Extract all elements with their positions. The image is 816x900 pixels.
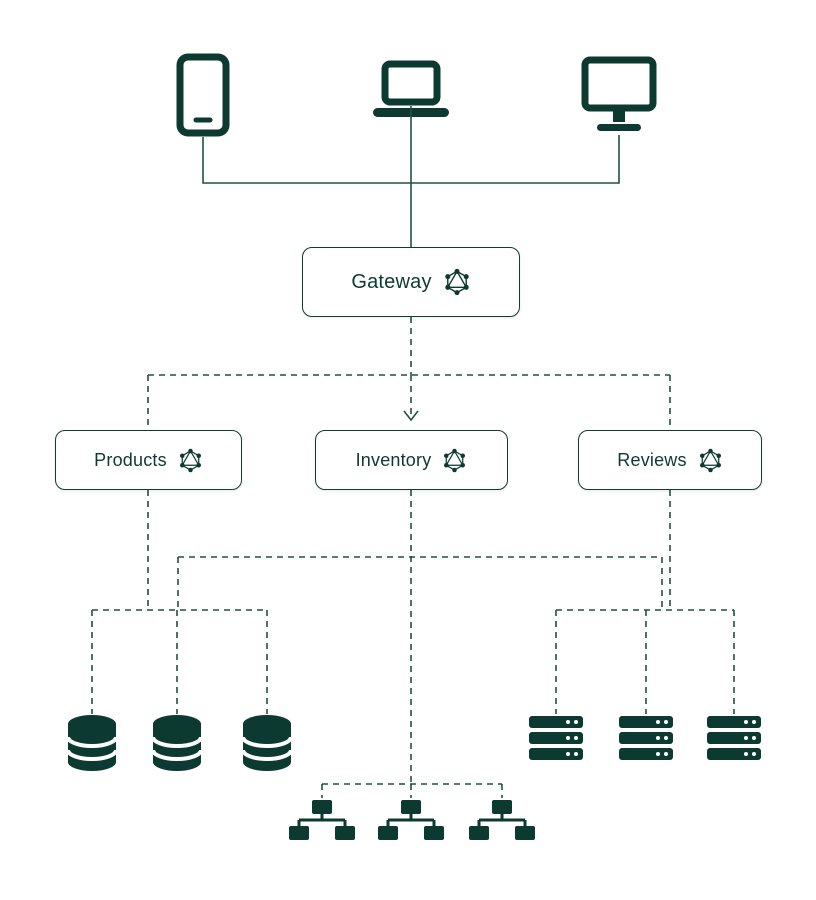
network-icon bbox=[289, 800, 355, 840]
gateway-label: Gateway bbox=[351, 270, 432, 293]
service-label: Products bbox=[94, 449, 167, 470]
service-node-reviews: Reviews bbox=[578, 430, 762, 490]
network-icons bbox=[289, 800, 535, 840]
service-node-inventory: Inventory bbox=[315, 430, 508, 490]
server-icons bbox=[529, 716, 761, 760]
service-label: Reviews bbox=[617, 449, 687, 470]
network-icon bbox=[469, 800, 535, 840]
database-icon bbox=[241, 715, 293, 771]
client-connector-lines bbox=[202, 106, 620, 247]
service-resource-lines bbox=[91, 490, 735, 798]
server-icon bbox=[529, 716, 583, 760]
gateway-node: Gateway bbox=[302, 247, 520, 317]
graphql-logo-icon bbox=[698, 448, 723, 473]
arrowhead-icon bbox=[403, 410, 419, 422]
server-icon bbox=[619, 716, 673, 760]
server-icon bbox=[707, 716, 761, 760]
database-icon bbox=[151, 715, 203, 771]
graphql-logo-icon bbox=[442, 448, 467, 473]
service-label: Inventory bbox=[355, 449, 432, 470]
service-node-products: Products bbox=[55, 430, 242, 490]
database-icon bbox=[66, 715, 118, 771]
desktop-icon bbox=[581, 56, 657, 131]
graphql-logo-icon bbox=[443, 268, 471, 296]
tablet-icon bbox=[176, 53, 230, 137]
graphql-logo-icon bbox=[178, 448, 203, 473]
gateway-service-lines bbox=[147, 317, 671, 430]
client-devices bbox=[176, 53, 657, 137]
database-icons bbox=[66, 715, 293, 771]
network-icon bbox=[378, 800, 444, 840]
